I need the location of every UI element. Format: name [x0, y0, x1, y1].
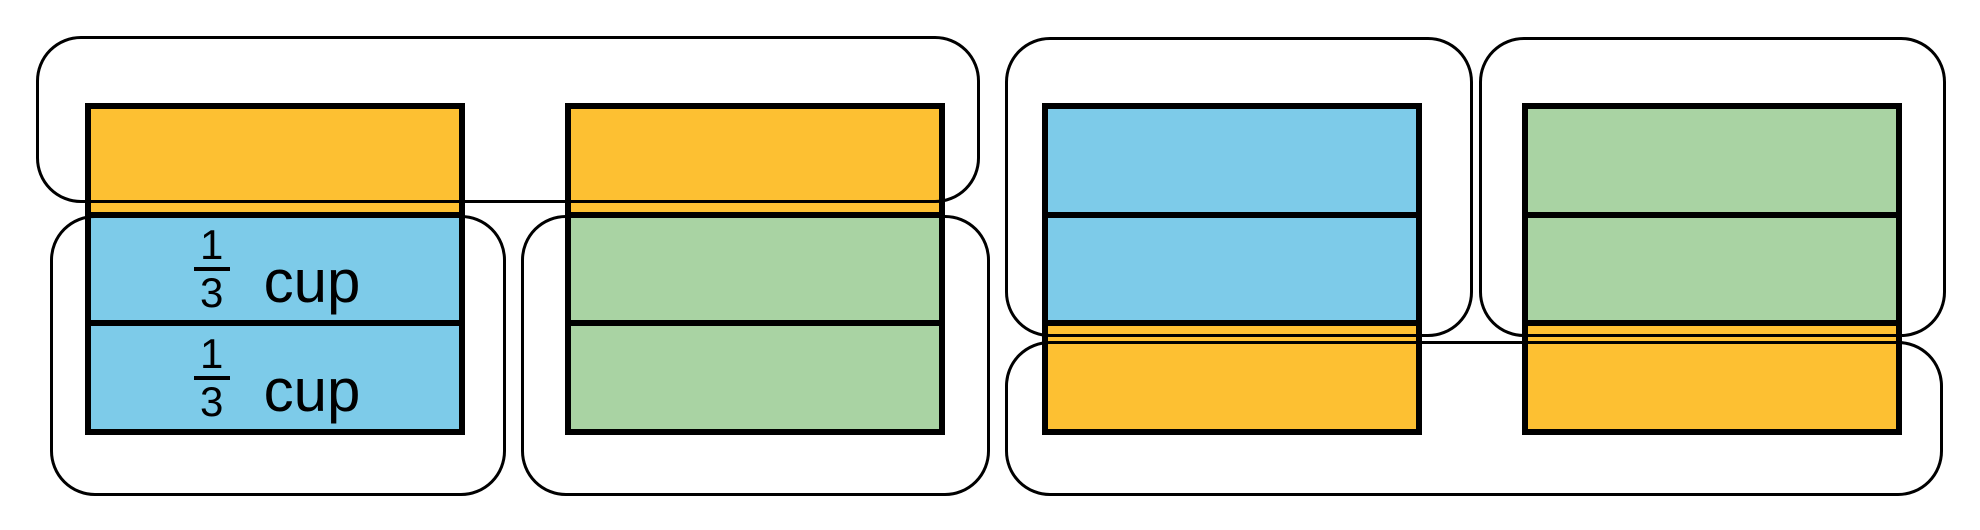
- bar3-segment-blue-1: [1048, 109, 1416, 212]
- bar3-segment-blue-2: [1048, 217, 1416, 321]
- tape-bar-3: [1042, 103, 1422, 435]
- unit-label: cup: [263, 356, 361, 424]
- tape-bar-2: [565, 103, 945, 435]
- bar1-segment-orange: [91, 109, 459, 212]
- fraction-denominator: 3: [199, 269, 224, 316]
- bar4-segment-orange: [1528, 326, 1896, 430]
- tape-bar-1: 1 3 cup 1 3 cup: [85, 103, 465, 435]
- fraction-label: 1 3 cup: [190, 329, 361, 425]
- bar2-segment-orange: [571, 109, 939, 212]
- bar2-segment-green-1: [571, 217, 939, 321]
- unit-label: cup: [263, 248, 361, 315]
- bar3-segment-orange: [1048, 326, 1416, 430]
- bar4-segment-green-1: [1528, 109, 1896, 212]
- bar4-segment-green-2: [1528, 217, 1896, 321]
- fraction-label: 1 3 cup: [190, 221, 361, 316]
- bar2-segment-green-2: [571, 326, 939, 430]
- bar1-segment-blue-2: 1 3 cup: [91, 326, 459, 430]
- fraction-numerator: 1: [199, 221, 224, 268]
- fraction-bar: [193, 375, 230, 380]
- fraction-denominator: 3: [199, 377, 224, 425]
- fraction-numerator: 1: [199, 329, 224, 377]
- fraction-bar: [193, 267, 230, 271]
- fraction-one-third: 1 3: [190, 329, 234, 425]
- fraction-one-third: 1 3: [190, 221, 234, 316]
- bar1-segment-blue-1: 1 3 cup: [91, 217, 459, 321]
- tape-bar-4: [1522, 103, 1902, 435]
